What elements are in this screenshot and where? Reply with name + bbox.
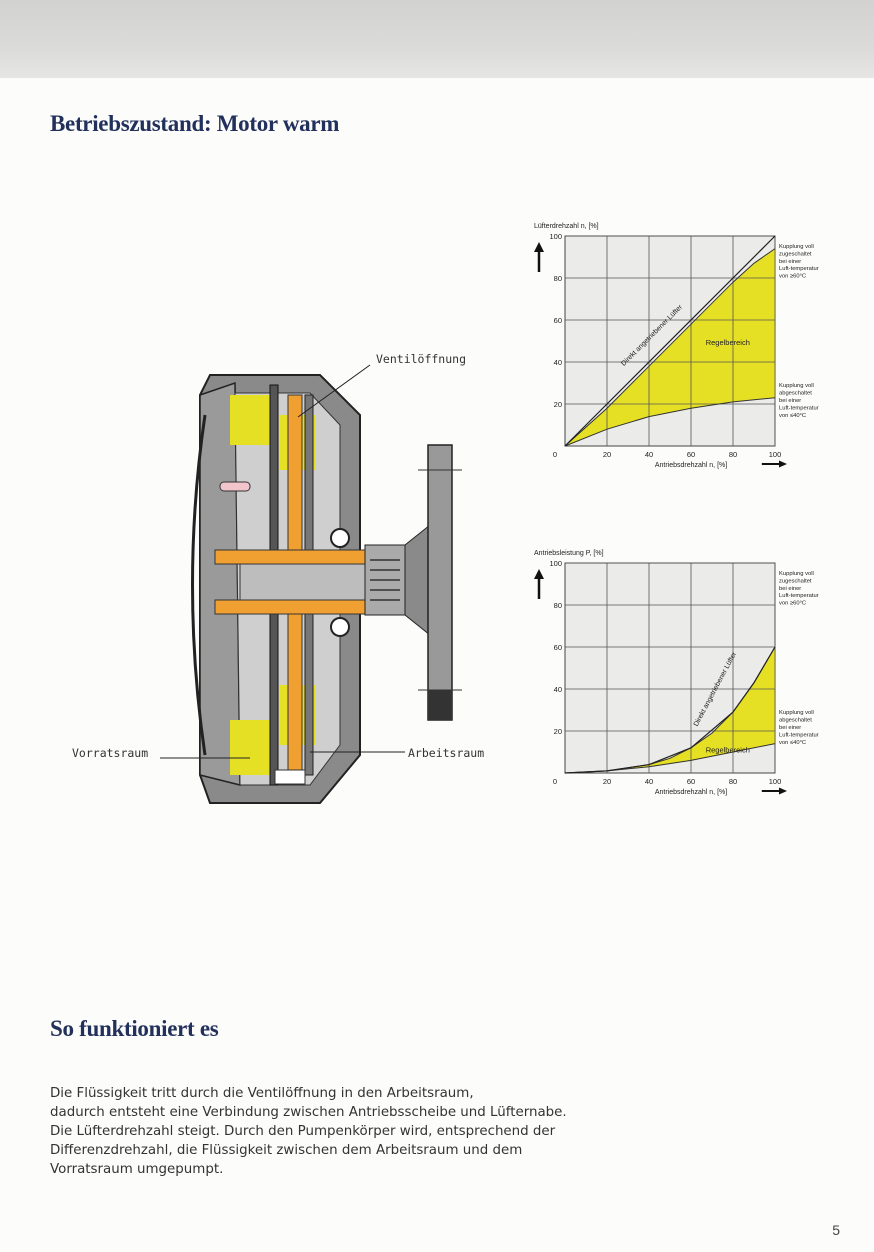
y-tick-label: 100 — [549, 559, 562, 568]
annotation-top-line: zugeschaltet — [779, 578, 812, 584]
region-label: Regelbereich — [706, 338, 750, 347]
y-arrow-head — [534, 242, 544, 252]
page-number: 5 — [832, 1222, 840, 1238]
fluid-top — [230, 395, 270, 445]
y-axis-label: Antriebsleistung P, [%] — [534, 550, 604, 557]
page-title: Betriebszustand: Motor warm — [50, 111, 340, 136]
annotation-top-line: bei einer — [779, 259, 801, 265]
annotation-top-line: bei einer — [779, 586, 801, 592]
annotation-bottom-line: abgeschaltet — [779, 391, 812, 397]
x-axis-label: Antriebsdrehzahl n, [%] — [655, 462, 727, 469]
annotation-bottom-line: von ≤40°C — [779, 413, 806, 419]
direct-line — [564, 646, 776, 774]
shaft-bottom — [214, 599, 376, 615]
origin-label: 0 — [553, 777, 557, 786]
body-line: dadurch entsteht eine Verbindung zwische… — [50, 1105, 567, 1120]
region-label: Regelbereich — [706, 745, 750, 754]
label-reservoir: Vorratsraum — [72, 746, 149, 760]
annotation-top-line: Luft-temperatur — [779, 593, 819, 599]
annotation-top-line: Luft-temperatur — [779, 266, 819, 272]
top-scan-band — [0, 0, 874, 78]
x-axis-label: Antriebsdrehzahl n, [%] — [655, 789, 727, 796]
annotation-bottom-line: Luft-temperatur — [779, 405, 819, 411]
y-arrow-head — [534, 569, 544, 579]
label-valve: Ventilöffnung — [376, 352, 467, 366]
y-tick-label: 80 — [554, 601, 562, 610]
callout-line-valve — [297, 364, 371, 418]
label-working: Arbeitsraum — [408, 746, 485, 760]
annotation-bottom-line: Kupplung voll — [779, 710, 814, 716]
y-tick-label: 60 — [554, 643, 562, 652]
y-tick-label: 40 — [554, 685, 562, 694]
lower-curve — [564, 397, 776, 447]
shaft-top — [214, 549, 376, 565]
y-tick-label: 60 — [554, 316, 562, 325]
x-arrow-head — [779, 787, 787, 795]
chart-drive-power: 20 40 60 80 100 20 40 60 80 100 0 Antriebsleistung … — [534, 550, 819, 796]
x-tick-label: 80 — [729, 450, 737, 459]
fluid-bottom — [230, 720, 270, 775]
clutch-diagram — [160, 364, 462, 804]
body-line: Die Flüssigkeit tritt durch die Ventilöf… — [50, 1086, 474, 1101]
x-tick-label: 40 — [645, 450, 653, 459]
y-tick-label: 100 — [549, 232, 562, 241]
y-tick-label: 80 — [554, 274, 562, 283]
annotation-bottom-line: von ≤40°C — [779, 740, 806, 746]
annotation-bottom-line: Luft-temperatur — [779, 732, 819, 738]
annotation-bottom-line: Kupplung voll — [779, 383, 814, 389]
x-tick-label: 40 — [645, 777, 653, 786]
annotation-bottom-line: abgeschaltet — [779, 718, 812, 724]
annotation-top-line: zugeschaltet — [779, 251, 812, 257]
annotation-top-line: von ≥60°C — [779, 601, 806, 607]
y-tick-label: 20 — [554, 727, 562, 736]
direct-line — [564, 235, 776, 447]
x-tick-label: 60 — [687, 777, 695, 786]
y-tick-label: 40 — [554, 358, 562, 367]
annotation-top-line: von ≥60°C — [779, 274, 806, 280]
x-tick-label: 100 — [769, 777, 782, 786]
annotation-bottom-line: bei einer — [779, 398, 801, 404]
y-tick-label: 20 — [554, 400, 562, 409]
control-region — [565, 647, 775, 773]
x-tick-label: 100 — [769, 450, 782, 459]
annotation-bottom-line: bei einer — [779, 725, 801, 731]
x-tick-label: 20 — [603, 450, 611, 459]
annotation-top-line: Kupplung voll — [779, 571, 814, 577]
annotation-top-line: Kupplung voll — [779, 244, 814, 250]
control-region — [565, 248, 775, 446]
y-axis-label: Lüfterdrehzahl n, [%] — [534, 223, 599, 230]
x-tick-label: 20 — [603, 777, 611, 786]
chart-fan-speed: 20 40 60 80 100 20 40 60 80 100 0 Lüfterdrehzahl n,… — [534, 223, 819, 469]
body-line: Differenzdrehzahl, die Flüssigkeit zwisc… — [50, 1143, 523, 1158]
flange — [427, 444, 453, 721]
x-arrow-head — [779, 460, 787, 468]
x-tick-label: 60 — [687, 450, 695, 459]
upper-curve — [564, 248, 776, 447]
body-text: Die Flüssigkeit tritt durch die Ventilöf… — [50, 1084, 750, 1179]
body-line: Vorratsraum umgepumpt. — [50, 1162, 224, 1177]
section-title: So funktioniert es — [50, 1016, 219, 1041]
body-line: Die Lüfterdrehzahl steigt. Durch den Pum… — [50, 1124, 556, 1139]
x-tick-label: 80 — [729, 777, 737, 786]
origin-label: 0 — [553, 450, 557, 459]
